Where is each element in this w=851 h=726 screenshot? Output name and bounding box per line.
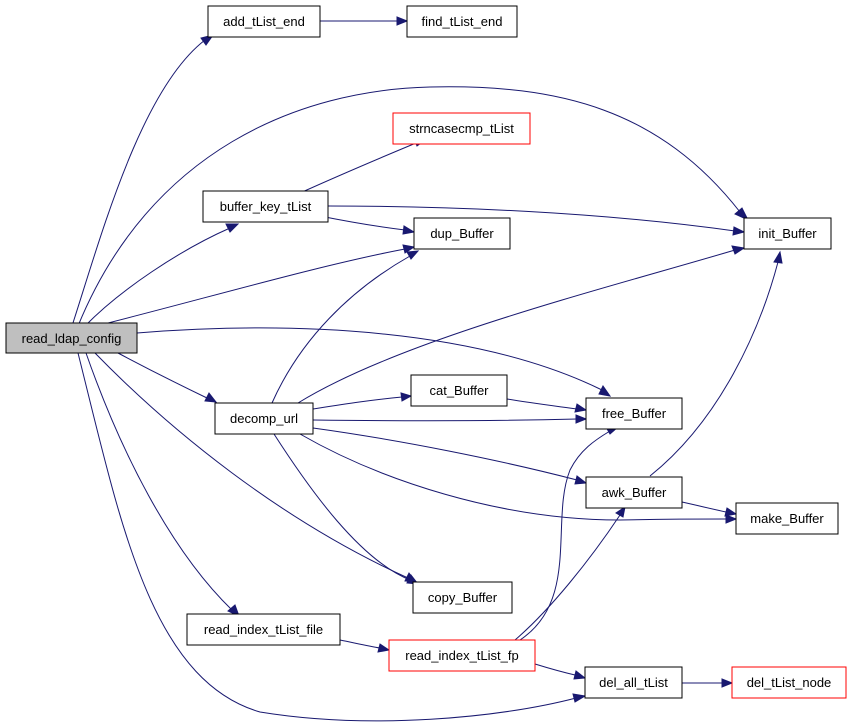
edge-arrowhead [572, 693, 587, 703]
node-awk-buffer[interactable]: awk_Buffer [585, 476, 683, 509]
edge-arrowhead [406, 250, 420, 260]
node-label: find_tList_end [422, 14, 503, 29]
edge-read-ldap-config-to-init-buffer [77, 86, 741, 327]
edge-arrowhead [396, 16, 409, 26]
node-label: strncasecmp_tList [409, 121, 514, 136]
node-label: init_Buffer [758, 226, 817, 241]
node-label: free_Buffer [602, 406, 667, 421]
node-label: read_ldap_config [22, 331, 122, 346]
edge-arrowhead [574, 475, 588, 485]
edge-arrowhead [734, 207, 750, 222]
edge-buffer-key-tlist-to-dup-buffer [319, 215, 406, 231]
edge-decomp-url-to-make-buffer [299, 433, 727, 521]
node-buffer-key-tlist[interactable]: buffer_key_tList [202, 190, 329, 223]
node-label: make_Buffer [750, 511, 824, 526]
edge-arrowhead [724, 507, 738, 517]
node-label: awk_Buffer [602, 485, 667, 500]
edge-read-index-tlist-file-to-read-index-tlist-fp [339, 639, 381, 649]
node-strncasecmp-tlist[interactable]: strncasecmp_tList [392, 112, 531, 145]
edge-decomp-url-to-dup-buffer [271, 255, 411, 404]
edge-read-ldap-config-to-buffer-key-tlist [84, 227, 231, 327]
edge-buffer-key-tlist-to-strncasecmp-tlist [299, 142, 417, 194]
edge-arrowhead [575, 414, 588, 424]
nodes-layer: read_ldap_config add_tList_end find_tLis… [5, 5, 847, 699]
node-label: buffer_key_tList [220, 199, 312, 214]
node-find-tlist-end[interactable]: find_tList_end [406, 5, 518, 38]
edge-arrowhead [574, 403, 588, 413]
node-label: copy_Buffer [428, 590, 498, 605]
node-init-buffer[interactable]: init_Buffer [743, 217, 832, 250]
node-free-buffer[interactable]: free_Buffer [585, 397, 683, 430]
edge-awk-buffer-to-make-buffer [681, 501, 727, 513]
edge-arrowhead [732, 226, 746, 236]
node-cat-buffer[interactable]: cat_Buffer [410, 374, 508, 407]
edge-read-ldap-config-to-decomp-url [117, 352, 208, 399]
node-del-all-tlist[interactable]: del_all_tList [584, 666, 683, 699]
edge-arrowhead [721, 678, 734, 688]
edge-arrowhead [402, 244, 416, 254]
edge-read-ldap-config-to-del-all-tlist [77, 352, 577, 722]
edge-decomp-url-to-cat-buffer [312, 396, 403, 410]
edges-layer [71, 16, 783, 722]
node-label: cat_Buffer [429, 383, 489, 398]
edge-decomp-url-to-free-buffer [312, 418, 578, 422]
node-label: decomp_url [230, 411, 298, 426]
edge-arrowhead [615, 505, 626, 518]
node-add-tlist-end[interactable]: add_tList_end [207, 5, 321, 38]
edge-read-index-tlist-fp-to-awk-buffer [514, 514, 621, 641]
edge-arrowhead [731, 245, 746, 255]
edge-arrowhead [598, 385, 612, 397]
node-del-tlist-node[interactable]: del_tList_node [731, 666, 847, 699]
edge-read-ldap-config-to-free-buffer [136, 327, 603, 391]
node-label: read_index_tList_file [204, 622, 323, 637]
edge-arrowhead [204, 392, 218, 403]
node-label: add_tList_end [223, 14, 305, 29]
node-decomp-url[interactable]: decomp_url [214, 402, 314, 435]
edge-arrowhead [573, 670, 587, 680]
edge-read-index-tlist-fp-to-free-buffer [519, 430, 611, 641]
node-label: dup_Buffer [430, 226, 494, 241]
edge-arrowhead [225, 223, 240, 233]
node-read-index-tlist-fp[interactable]: read_index_tList_fp [388, 639, 536, 672]
node-copy-buffer[interactable]: copy_Buffer [412, 581, 513, 614]
node-label: read_index_tList_fp [405, 648, 518, 663]
node-dup-buffer[interactable]: dup_Buffer [413, 217, 511, 250]
edge-buffer-key-tlist-to-init-buffer [327, 205, 736, 232]
edge-read-ldap-config-to-add-tlist-end [71, 39, 206, 327]
edge-arrowhead [402, 225, 416, 235]
edge-decomp-url-to-copy-buffer [273, 433, 411, 581]
edge-read-ldap-config-to-copy-buffer [94, 352, 409, 579]
edge-arrowhead [725, 514, 738, 524]
edge-read-index-tlist-fp-to-del-all-tlist [534, 663, 576, 676]
edge-awk-buffer-to-init-buffer [649, 261, 779, 477]
node-read-ldap-config[interactable]: read_ldap_config [5, 322, 138, 354]
node-label: del_all_tList [599, 675, 668, 690]
edge-arrowhead [400, 392, 413, 402]
node-read-index-tlist-file[interactable]: read_index_tList_file [186, 613, 341, 646]
edge-cat-buffer-to-free-buffer [506, 398, 578, 410]
edge-read-ldap-config-to-dup-buffer [95, 248, 406, 327]
edge-decomp-url-to-awk-buffer [312, 427, 578, 481]
edge-decomp-url-to-init-buffer [297, 249, 736, 404]
edge-arrowhead [377, 643, 391, 653]
edge-arrowhead [773, 250, 783, 264]
node-make-buffer[interactable]: make_Buffer [735, 502, 839, 535]
edge-read-ldap-config-to-read-index-tlist-file [85, 352, 233, 611]
node-label: del_tList_node [747, 675, 832, 690]
